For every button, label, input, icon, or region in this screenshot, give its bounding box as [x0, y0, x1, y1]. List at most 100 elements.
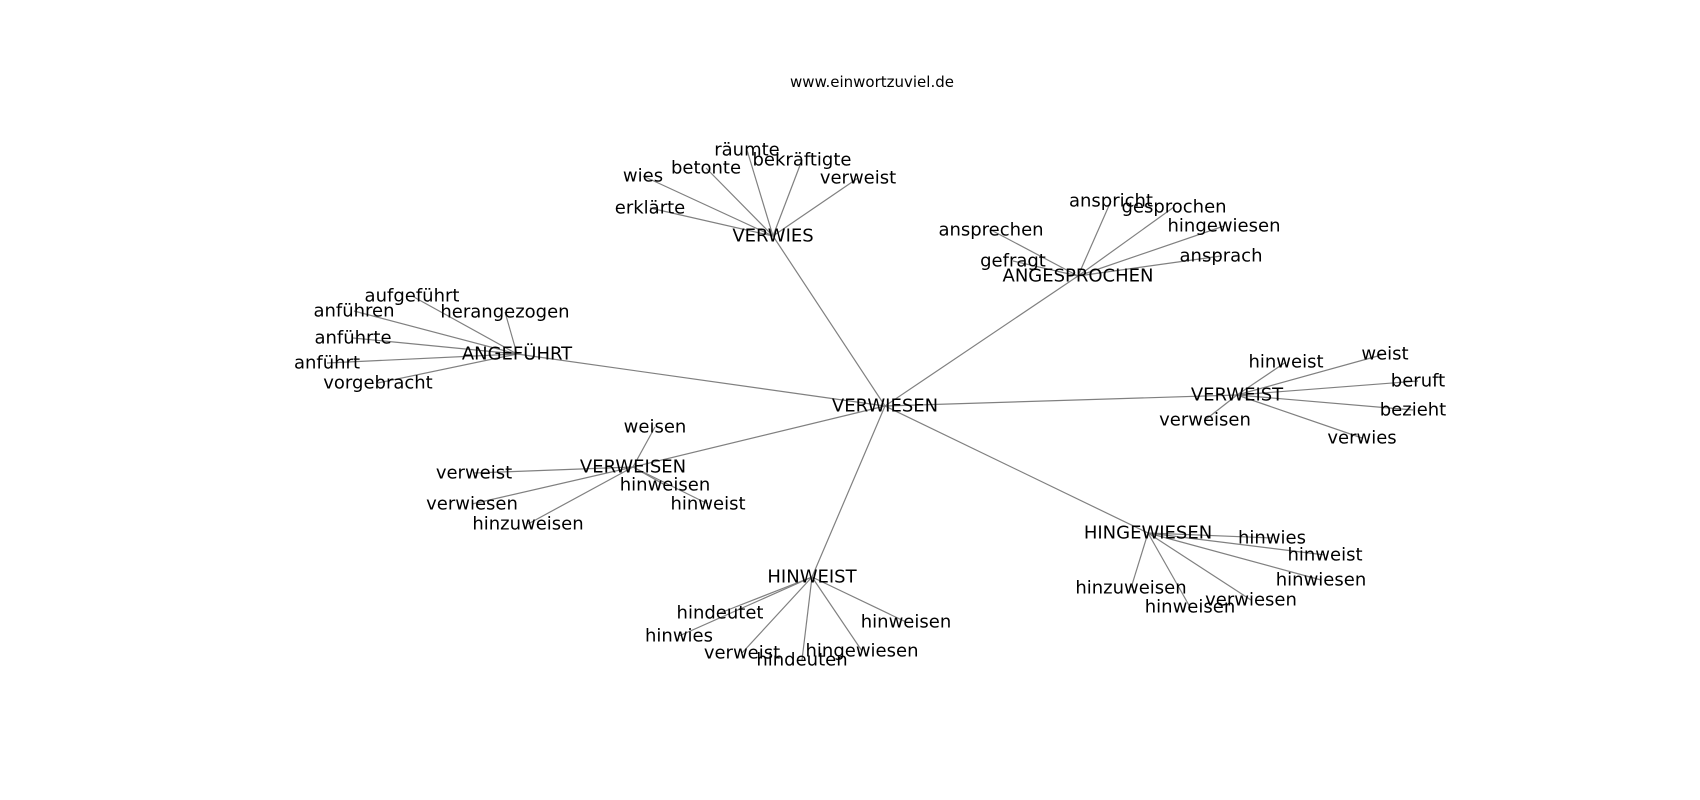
- edge-verweisen-verwiesen: [471, 466, 634, 505]
- node-label-hinwies: hinwies: [1238, 528, 1306, 549]
- node-label-hinweisen: hinweisen: [620, 475, 710, 496]
- edge-verwiesen-hinweist: [811, 405, 886, 578]
- edge-angesprochen-anspricht: [1077, 200, 1112, 277]
- edge-hingewiesen-hinwiesen: [1147, 532, 1322, 581]
- node-label-anfuehren: anführen: [313, 301, 394, 322]
- node-label-hinzuweisen: hinzuweisen: [472, 514, 583, 535]
- edge-hingewiesen-hinweist: [1147, 532, 1326, 556]
- node-label-hinwiesen: hinwiesen: [1276, 570, 1366, 591]
- edge-verweist-bezieht: [1236, 394, 1414, 411]
- edge-angefuehrt-vorgebracht: [377, 353, 518, 384]
- edge-verwies-erklaerte: [649, 207, 774, 237]
- node-label-gesprochen: gesprochen: [1121, 197, 1226, 218]
- node-label-erklaerte: erklärte: [615, 198, 685, 219]
- edge-hingewiesen-hinwies: [1147, 532, 1273, 539]
- node-label-anfuehrte: anführte: [314, 328, 391, 349]
- node-label-gefragt: gefragt: [980, 251, 1046, 272]
- edge-hingewiesen-verwiesen: [1147, 532, 1252, 601]
- node-label-verwiesen: verwiesen: [1205, 590, 1297, 611]
- edge-angesprochen-ansprechen: [990, 229, 1079, 277]
- edge-hinweist-hinweisen: [811, 576, 907, 623]
- node-label-hindeuten: hindeuten: [756, 650, 847, 671]
- edge-verwies-bekraeftigte: [772, 159, 803, 237]
- node-label-weisen: weisen: [624, 417, 687, 438]
- edge-verweisen-hinweist: [632, 466, 709, 505]
- node-label-verwiesen: VERWIESEN: [832, 396, 938, 417]
- node-label-verweist: verweist: [820, 168, 896, 189]
- edge-verweist-weist: [1236, 353, 1386, 396]
- edge-verwiesen-verweisen: [632, 405, 886, 468]
- node-label-hingewiesen: hingewiesen: [806, 641, 919, 662]
- edge-hinweist-hindeuten: [801, 576, 813, 661]
- node-label-hinzuweisen: hinzuweisen: [1075, 578, 1186, 599]
- edge-verweist-verwies: [1236, 394, 1363, 439]
- edge-verwies-wies: [642, 175, 774, 237]
- node-label-verwies: VERWIES: [732, 226, 813, 247]
- node-label-anfuehrt: anführt: [294, 353, 360, 374]
- edge-verwiesen-hingewiesen: [884, 405, 1149, 534]
- edge-verweist-verweisen: [1204, 394, 1238, 421]
- watermark-text: www.einwortzuviel.de: [790, 73, 954, 91]
- node-label-hindeutet: hindeutet: [677, 603, 764, 624]
- node-label-hinweist: hinweist: [1248, 352, 1323, 373]
- node-label-hinweisen: hinweisen: [861, 612, 951, 633]
- node-label-bezieht: bezieht: [1380, 400, 1447, 421]
- node-label-bekraeftigte: bekräftigte: [753, 150, 852, 171]
- node-label-hinweist: hinweist: [1287, 545, 1362, 566]
- node-label-hinweisen: hinweisen: [1145, 597, 1235, 618]
- edge-angefuehrt-herangezogen: [504, 311, 518, 355]
- node-label-verwies: verwies: [1327, 428, 1396, 449]
- edges-layer: [326, 149, 1419, 661]
- edge-hinweist-hingewiesen: [811, 576, 863, 652]
- node-label-vorgebracht: vorgebracht: [323, 373, 432, 394]
- node-label-angesprochen: ANGESPROCHEN: [1003, 266, 1154, 287]
- edge-verwiesen-verwies: [772, 235, 886, 407]
- edge-angefuehrt-anfuehrte: [352, 337, 518, 355]
- node-label-wies: wies: [623, 166, 663, 187]
- node-label-herangezogen: herangezogen: [440, 302, 569, 323]
- node-label-angefuehrt: ANGEFÜHRT: [462, 343, 573, 365]
- edge-verweisen-verweist: [473, 466, 634, 474]
- edge-verwiesen-angesprochen: [884, 275, 1079, 407]
- node-label-ansprechen: ansprechen: [938, 220, 1043, 241]
- edge-hingewiesen-hinweisen: [1147, 532, 1191, 608]
- edge-verwiesen-verweist: [884, 394, 1238, 407]
- node-label-ansprach: ansprach: [1180, 246, 1263, 267]
- edge-angefuehrt-anfuehrt: [326, 353, 518, 364]
- edge-verwies-betonte: [705, 167, 774, 237]
- edge-verweisen-hinzuweisen: [527, 466, 634, 525]
- node-label-raeumte: räumte: [714, 140, 780, 161]
- edge-verwiesen-angefuehrt: [516, 353, 886, 407]
- node-label-hinwies: hinwies: [645, 626, 713, 647]
- edge-angefuehrt-aufgefuehrt: [411, 295, 518, 355]
- edge-hinweist-hinwies: [678, 576, 813, 637]
- node-label-hingewiesen: HINGEWIESEN: [1084, 523, 1212, 544]
- edge-angesprochen-gesprochen: [1077, 206, 1175, 277]
- edge-verweist-beruft: [1236, 380, 1419, 396]
- edge-hinweist-hindeutet: [719, 576, 813, 614]
- edge-hingewiesen-hinzuweisen: [1130, 532, 1149, 589]
- edge-angefuehrt-anfuehren: [353, 310, 518, 355]
- node-label-verweist: VERWEIST: [1191, 385, 1284, 406]
- node-label-verweist: verweist: [704, 643, 780, 664]
- edge-hinweist-verweist: [741, 576, 813, 654]
- edge-angesprochen-gefragt: [1012, 260, 1079, 277]
- node-label-weist: weist: [1361, 344, 1408, 365]
- edge-verweist-hinweist: [1236, 361, 1287, 396]
- node-label-verweisen: verweisen: [1159, 410, 1251, 431]
- edge-verwies-verweist: [772, 177, 859, 237]
- edge-angesprochen-ansprach: [1077, 255, 1222, 277]
- node-label-beruft: beruft: [1391, 371, 1445, 392]
- node-label-hinweist: hinweist: [670, 494, 745, 515]
- node-label-betonte: betonte: [671, 158, 741, 179]
- node-label-hingewiesen: hingewiesen: [1168, 216, 1281, 237]
- edge-verweisen-weisen: [632, 426, 656, 468]
- edge-verwies-raeumte: [746, 149, 774, 237]
- node-label-verwiesen: verwiesen: [426, 494, 518, 515]
- node-label-verweisen: VERWEISEN: [580, 457, 686, 478]
- node-label-hinweist: HINWEIST: [767, 567, 857, 588]
- node-label-verweist: verweist: [436, 463, 512, 484]
- node-label-aufgefuehrt: aufgeführt: [365, 286, 460, 307]
